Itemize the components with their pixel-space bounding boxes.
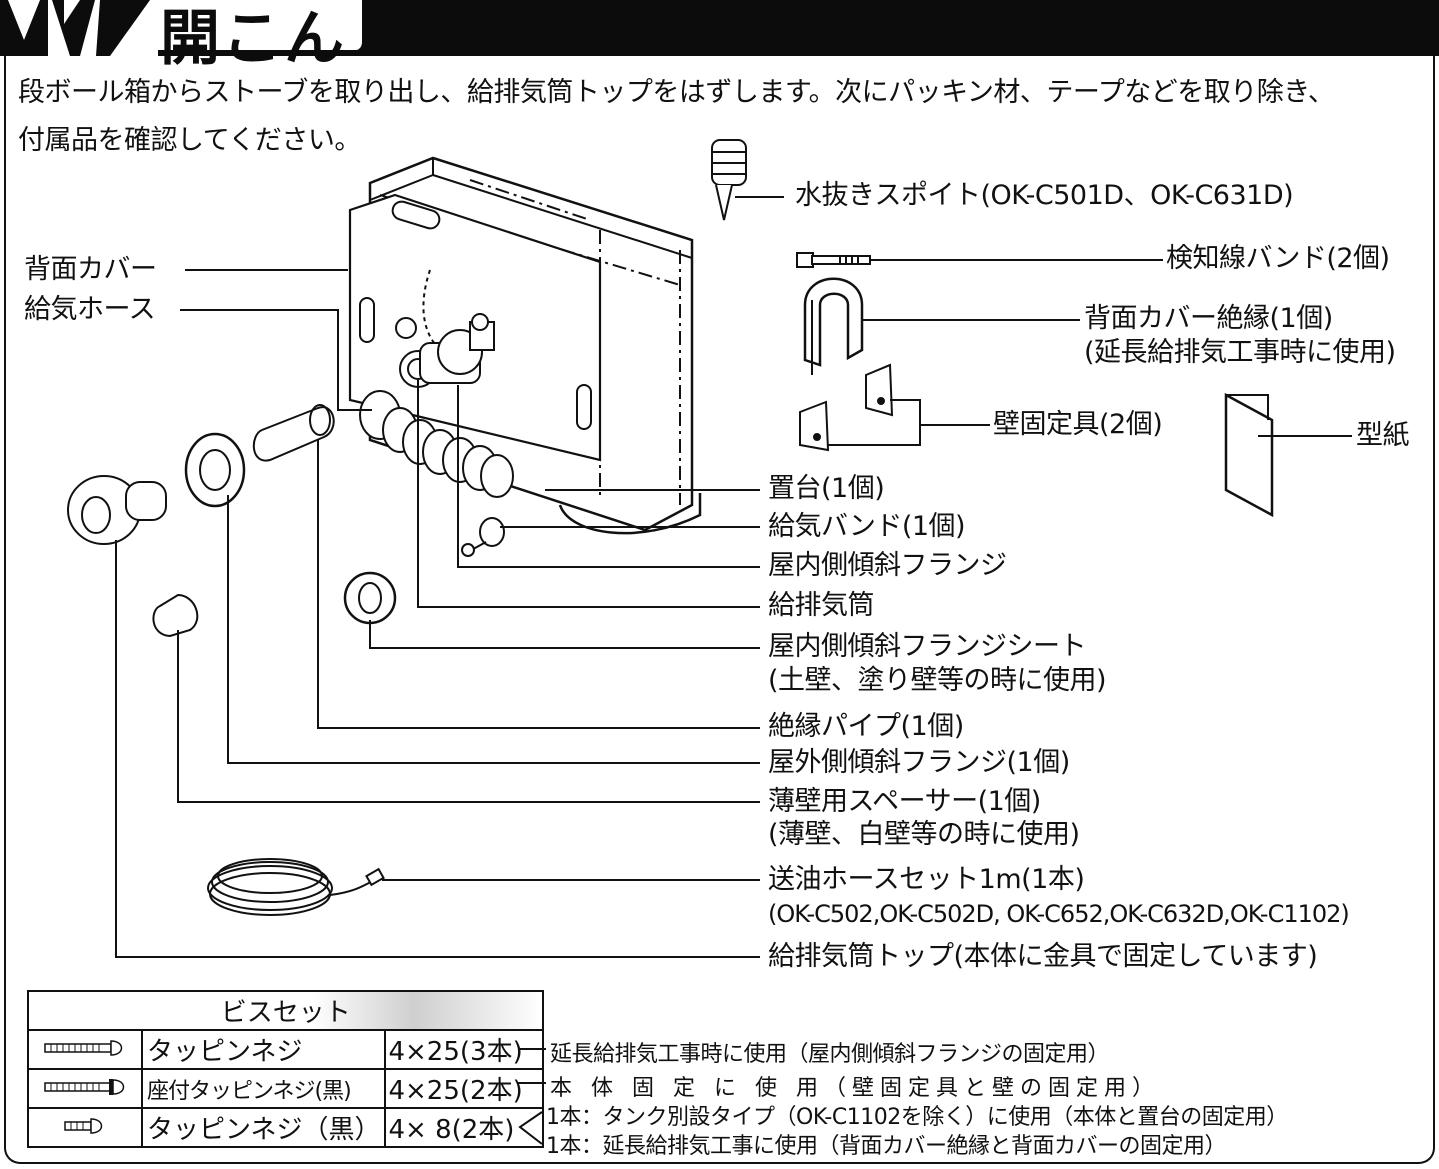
label-cover-insulator-note: (延長給排気工事時に使用) — [1084, 337, 1396, 368]
label-cover-insulator: 背面カバー絶縁(1個) — [1084, 303, 1333, 334]
screw-size: 4×25(2本) — [384, 1068, 545, 1109]
band-icon — [796, 252, 871, 268]
label-flange-sheet-note: (土壁、塗り壁等の時に使用) — [768, 665, 1107, 696]
usage-row-3b: 1本：延長給排気工事に使用（背面カバー絶縁と背面カバーの固定用） — [546, 1134, 1227, 1159]
label-air-band: 給気バンド(1個) — [768, 511, 966, 542]
label-spacer: 薄壁用スペーサー(1個) — [768, 786, 1041, 817]
usage-row-1: 延長給排気工事時に使用（屋内側傾斜フランジの固定用） — [550, 1042, 1110, 1067]
table-row: タッピンネジ 4×25(3本) — [27, 1029, 545, 1070]
label-wall-bracket: 壁固定具(2個) — [993, 409, 1163, 440]
insulator-icon — [803, 277, 864, 375]
label-insulating-pipe: 絶縁パイプ(1個) — [768, 711, 964, 742]
screw-set-table: ビスセット タッピンネジ 4×25(3本) 座付タッピンネジ(黒) 4×25(2… — [26, 990, 545, 1148]
emblem-icon — [0, 0, 160, 56]
flange-sheet-icon — [343, 571, 397, 625]
insulating-pipe-icon — [252, 404, 335, 462]
screw-name: 座付タッピンネジ(黒) — [140, 1068, 387, 1109]
intro-line-1: 段ボール箱からストーブを取り出し、給排気筒トップをはずします。次にパッキン材、テ… — [18, 77, 1335, 108]
label-template: 型紙 — [1356, 420, 1410, 451]
screw-size: 4× 8(2本) — [384, 1107, 545, 1148]
screw-name: タッピンネジ — [140, 1029, 387, 1070]
screw-name: タッピンネジ（黒） — [140, 1107, 387, 1148]
screw-icon — [27, 1029, 143, 1070]
label-oil-hose: 送油ホースセット1m(1本) — [768, 864, 1085, 895]
intro-line-2: 付属品を確認してください。 — [18, 125, 361, 156]
label-air-hose: 給気ホース — [24, 294, 156, 325]
label-sensor-band: 検知線バンド(2個) — [1166, 243, 1390, 274]
screw-icon — [27, 1068, 143, 1109]
title-box — [158, 0, 370, 56]
bracket-icon — [799, 363, 894, 452]
spacer-icon — [152, 593, 199, 638]
content-frame — [4, 40, 1435, 1164]
page-title: 開こん — [160, 4, 346, 74]
label-oil-hose-models: (OK-C502,OK-C502D, OK-C652,OK-C632D,OK-C… — [768, 900, 1350, 928]
label-drain-pipette: 水抜きスポイト(OK-C501D、OK-C631D) — [795, 180, 1294, 211]
screw-size: 4×25(3本) — [384, 1029, 545, 1070]
table-row: タッピンネジ（黒） 4× 8(2本) — [27, 1107, 545, 1148]
flue-top-icon — [67, 475, 167, 545]
label-flue-pipe: 給排気筒 — [768, 590, 875, 621]
label-flue-top: 給排気筒トップ(本体に金具で固定しています) — [768, 941, 1318, 972]
pipette-icon — [711, 139, 747, 221]
label-spacer-note: (薄壁、白壁等の時に使用) — [768, 819, 1080, 850]
label-outer-flange: 屋外側傾斜フランジ(1個) — [768, 747, 1070, 778]
label-flange-sheet: 屋内側傾斜フランジシート — [768, 631, 1087, 662]
table-row: 座付タッピンネジ(黒) 4×25(2本) — [27, 1068, 545, 1109]
outer-flange-icon — [184, 432, 246, 508]
template-icon — [1224, 392, 1274, 518]
air-band-icon — [461, 517, 505, 557]
label-inner-flange: 屋内側傾斜フランジ — [768, 550, 1007, 581]
screw-set-title: ビスセット — [26, 990, 545, 1031]
stove-unit-icon — [348, 156, 702, 535]
title-bar: 開こん — [0, 0, 1439, 74]
hose-icon — [207, 858, 385, 916]
usage-row-3a: 1本：タンク別設タイプ（OK-C1102を除く）に使用（本体と置台の固定用） — [546, 1105, 1288, 1130]
screw-icon — [27, 1107, 143, 1148]
label-back-cover: 背面カバー — [24, 254, 157, 285]
usage-row-2: 本 体 固 定 に 使 用（壁固定具と壁の固定用） — [550, 1076, 1160, 1101]
screw-set-header-row: ビスセット — [26, 990, 545, 1031]
label-stand: 置台(1個) — [768, 473, 885, 504]
